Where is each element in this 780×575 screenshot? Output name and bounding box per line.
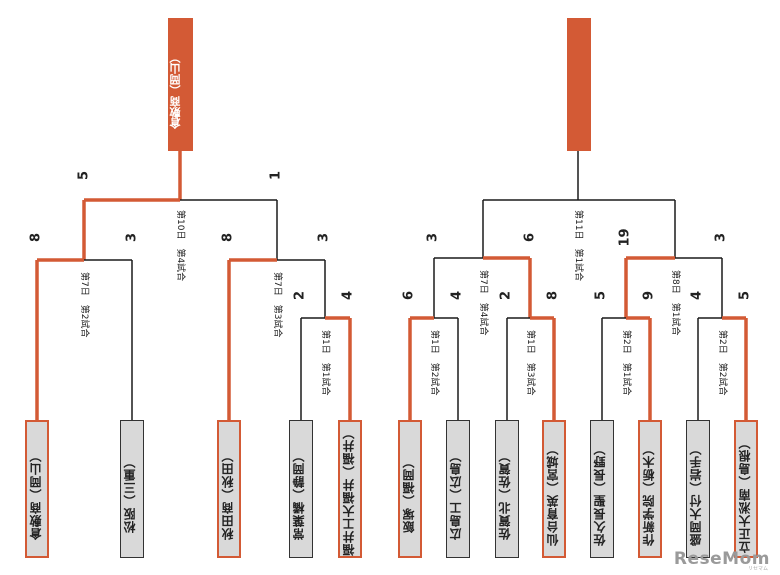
match-label: 第8日 第1試合: [670, 270, 680, 336]
match-label: 第11日 第1試合: [573, 210, 583, 282]
team-name: 盛岡大付（岩手）: [689, 442, 703, 546]
team-name: 倉敷商（岡山）: [29, 448, 43, 540]
team-box-saku-chosei: 佐久長聖（長野）: [590, 420, 614, 558]
match-label: 第7日 第4試合: [478, 270, 488, 336]
score: 8: [28, 232, 44, 243]
left-champion-name: 倉敷商（岡山）: [169, 52, 182, 129]
score: 6: [401, 290, 417, 301]
score: 5: [593, 290, 609, 301]
match-label: 第7日 第2試合: [79, 272, 89, 338]
team-name: 飯塚（福岡）: [402, 455, 416, 533]
score: 1: [268, 170, 284, 181]
team-name: 秋田商（秋田）: [221, 448, 235, 540]
match-label: 第2日 第1試合: [621, 330, 631, 396]
score: 3: [425, 232, 441, 243]
team-box-sendai-ikuei: 仙台育英（宮城）: [542, 420, 566, 558]
match-label: 第1日 第2試合: [429, 330, 439, 396]
team-box-rissho-shonan: 立正大淞南（島根）: [734, 420, 758, 558]
team-box-iizuka: 飯塚（福岡）: [398, 420, 422, 558]
team-box-akita-sho: 秋田商（秋田）: [217, 420, 241, 558]
team-box-kurashiki-sho: 倉敷商（岡山）: [25, 420, 49, 558]
score: 4: [449, 290, 465, 301]
resemom-logo: ReseMom: [673, 549, 770, 569]
score: 8: [545, 290, 561, 301]
team-box-tokoha-tachibana: 常葉橘（静岡）: [289, 420, 313, 558]
team-box-morioka-daifu: 盛岡大付（岩手）: [686, 420, 710, 558]
score: 4: [340, 290, 356, 301]
score: 6: [522, 232, 538, 243]
score: 3: [713, 232, 729, 243]
team-name: 立正大淞南（島根）: [738, 435, 752, 553]
team-name: 常葉橘（静岡）: [292, 448, 306, 540]
team-name: 仙台育英（宮城）: [546, 442, 560, 546]
score: 5: [76, 170, 92, 181]
right-champion-box: [567, 18, 591, 151]
score: 4: [689, 290, 705, 301]
match-label: 第10日 第4試合: [175, 210, 185, 282]
team-name: 佐久長聖（長野）: [593, 442, 607, 546]
score: 5: [737, 290, 753, 301]
score: 2: [292, 290, 308, 301]
team-name: 広島工（広島）: [449, 448, 463, 540]
match-label: 第2日 第2試合: [717, 330, 727, 396]
team-box-sakushin-gakuin: 作新学院（栃木）: [638, 420, 662, 558]
resemom-logo-sub: リセマム: [747, 566, 768, 572]
score: 3: [124, 232, 140, 243]
score: 2: [498, 290, 514, 301]
left-champion-box: 倉敷商（岡山）: [168, 18, 193, 151]
team-name: 福井工大福井（福井）: [342, 426, 356, 556]
team-name: 作新学院（栃木）: [642, 442, 656, 546]
match-label: 第1日 第3試合: [525, 330, 535, 396]
match-label: 第1日 第1試合: [320, 330, 330, 396]
team-box-saga-kita: 佐賀北（佐賀）: [495, 420, 519, 558]
score: 19: [617, 228, 633, 247]
score: 8: [220, 232, 236, 243]
score: 9: [641, 290, 657, 301]
team-box-fukui-kodai-fukui: 福井工大福井（福井）: [338, 420, 362, 558]
score: 3: [316, 232, 332, 243]
team-box-hiroshima-ko: 広島工（広島）: [446, 420, 470, 558]
team-box-matsusaka: 松阪（三重）: [120, 420, 144, 558]
team-name: 松阪（三重）: [123, 455, 137, 533]
team-name: 佐賀北（佐賀）: [498, 448, 512, 540]
match-label: 第7日 第3試合: [272, 272, 282, 338]
